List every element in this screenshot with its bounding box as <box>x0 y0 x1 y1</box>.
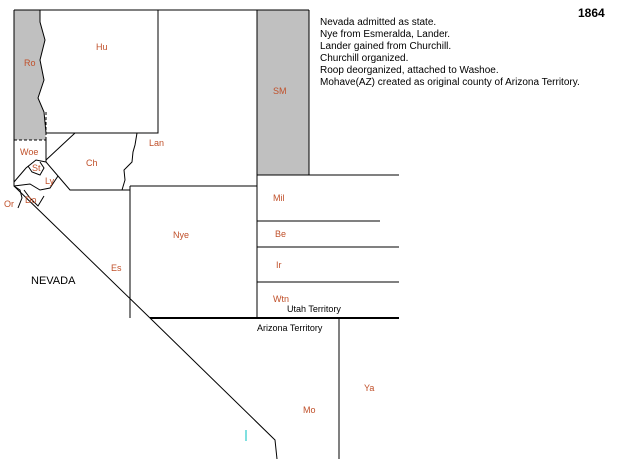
label-wtn: Wtn <box>273 294 289 304</box>
change-notes: Nevada admitted as state. Nye from Esmer… <box>320 17 580 89</box>
label-do: Do <box>25 195 37 205</box>
nye-border <box>129 185 257 318</box>
note-item: Nevada admitted as state. <box>320 17 437 28</box>
label-nye: Nye <box>173 230 189 240</box>
douglas-border <box>23 189 45 207</box>
churchill-border <box>45 132 138 191</box>
label-woe: Woe <box>20 147 38 157</box>
note-item: Churchill organized. <box>320 53 409 64</box>
ormsby-border <box>13 185 23 209</box>
st-mary-area <box>257 10 309 175</box>
humboldt-border <box>37 10 159 134</box>
lyon-border <box>13 175 59 191</box>
nevada-west-border <box>13 10 278 459</box>
label-or: Or <box>4 199 14 209</box>
roop-area <box>14 10 46 140</box>
label-utah: Utah Territory <box>287 304 341 314</box>
label-hu: Hu <box>96 42 108 52</box>
storey-border <box>27 161 45 176</box>
note-item: Roop deorganized, attached to Washoe. <box>320 65 499 76</box>
washoe-border <box>13 159 47 183</box>
label-lan: Lan <box>149 138 164 148</box>
label-nevada: NEVADA <box>31 275 76 287</box>
label-ya: Ya <box>364 383 374 393</box>
map-year: 1864 <box>578 6 605 20</box>
label-ch: Ch <box>86 158 98 168</box>
note-item: Mohave(AZ) created as original county of… <box>320 77 580 88</box>
label-sm: SM <box>273 86 287 96</box>
label-mo: Mo <box>303 405 316 415</box>
label-st: St <box>32 163 41 173</box>
label-es: Es <box>111 263 122 273</box>
label-ro: Ro <box>24 58 36 68</box>
label-arizona: Arizona Territory <box>257 323 323 333</box>
note-item: Nye from Esmeralda, Lander. <box>320 29 451 40</box>
label-ly: Ly <box>45 176 55 186</box>
label-mil: Mil <box>273 193 285 203</box>
note-item: Lander gained from Churchill. <box>320 41 452 52</box>
label-be: Be <box>275 229 286 239</box>
label-ir: Ir <box>276 260 282 270</box>
